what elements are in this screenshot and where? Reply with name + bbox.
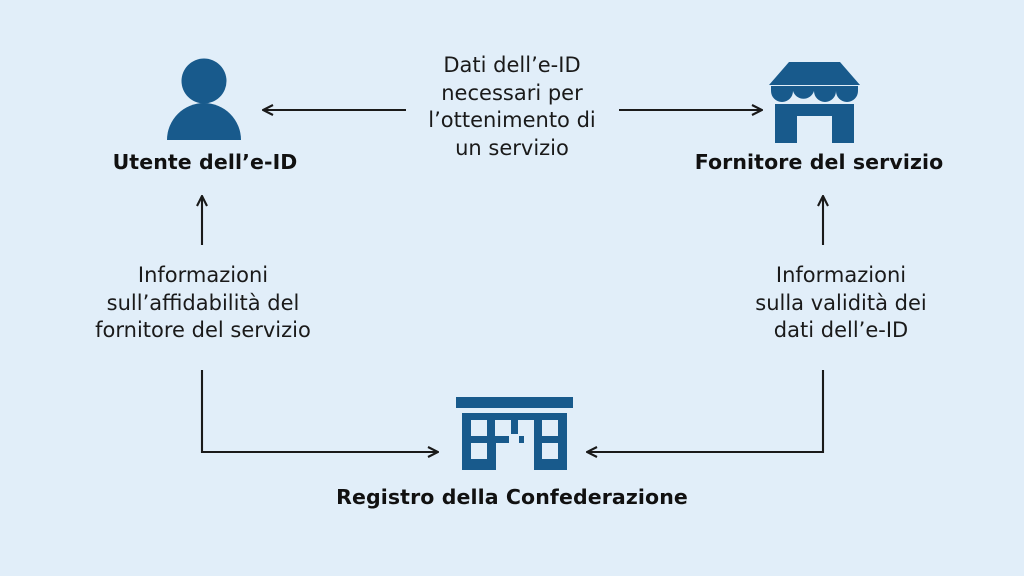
edge-label-line: sull’affidabilità del [106,290,300,315]
edge-label-line: necessari per [441,80,583,105]
node-label-provider: Fornitore del servizio [694,150,944,174]
edge-label-line: dati dell’e-ID [773,318,909,342]
edge-label-line: sulla validità dei [755,290,927,315]
node-label-user: Utente dell’e-ID [112,150,298,174]
edge-label-line: fornitore del servizio [95,318,311,342]
edge-label-line: un servizio [455,135,569,160]
person-icon [167,58,241,140]
edge-label-line: Informazioni [775,263,907,287]
edge-label-line: Informazioni [137,263,269,287]
government-building-icon [456,397,573,470]
edge-label-line: l’ottenimento di [428,108,596,132]
edge-label-line: Dati dell’e-ID [443,53,581,77]
node-label-registry: Registro della Confederazione [336,485,688,509]
edge-label-eid-validity: Informazioni sulla validità dei dati del… [716,262,966,345]
shop-icon [769,62,860,143]
edge-label-eid-data: Dati dell’e-ID necessari per l’ottenimen… [392,52,632,162]
edge-label-provider-trust: Informazioni sull’affidabilità del forni… [78,262,328,345]
arrow-bottom-right [587,370,825,452]
arrow-bottom-left [200,370,438,452]
